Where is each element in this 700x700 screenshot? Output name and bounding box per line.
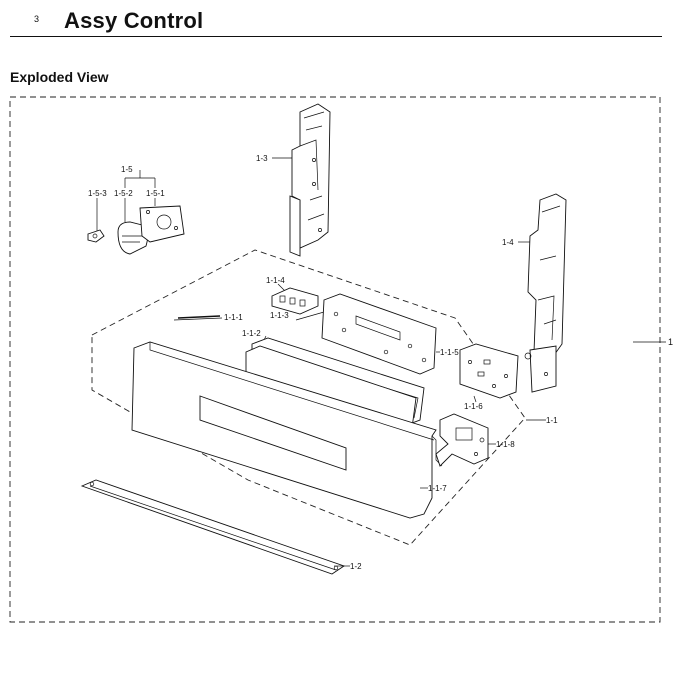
pcb-relay-part bbox=[473, 395, 477, 403]
sub-pcb-part bbox=[295, 293, 437, 375]
sensor-plate-part bbox=[139, 198, 185, 243]
connector-block-part bbox=[271, 283, 319, 315]
label-side-bracket-right: 1-4 bbox=[502, 238, 514, 247]
side-bracket-left-part bbox=[272, 103, 331, 257]
label-panel-wire: 1-1-1 bbox=[224, 313, 243, 322]
trim-bar-part bbox=[80, 479, 350, 575]
bracket-part bbox=[435, 413, 496, 467]
section-heading: Exploded View bbox=[10, 69, 109, 85]
label-sensor-assy: 1-5 bbox=[121, 165, 133, 174]
side-bracket-right-part bbox=[518, 193, 567, 393]
sensor-clip-part bbox=[87, 198, 105, 243]
label-bracket: 1-1-8 bbox=[496, 440, 515, 449]
label-sensor-body: 1-5-2 bbox=[114, 189, 133, 198]
label-sensor-plate: 1-5-1 bbox=[146, 189, 165, 198]
pcb-main-part bbox=[436, 343, 519, 399]
panel-wire-part bbox=[173, 315, 223, 321]
outer-boundary bbox=[9, 96, 661, 623]
label-side-bracket-left: 1-3 bbox=[256, 154, 268, 163]
label-pcb-main: 1-1-5 bbox=[440, 348, 459, 357]
label-front-panel: 1-1-7 bbox=[428, 484, 447, 493]
label-assembly: 1 bbox=[668, 337, 673, 347]
front-panel-part bbox=[131, 341, 443, 519]
label-sensor-clip: 1-5-3 bbox=[88, 189, 107, 198]
label-panel-assy: 1-1 bbox=[546, 416, 558, 425]
label-trim-bar: 1-2 bbox=[350, 562, 362, 571]
page-title: Assy Control bbox=[64, 8, 204, 33]
title-rule bbox=[10, 36, 662, 37]
panel-assy-boundary bbox=[91, 249, 526, 546]
label-pcb-relay: 1-1-6 bbox=[464, 402, 483, 411]
label-connector-block: 1-1-4 bbox=[266, 276, 285, 285]
label-sub-pcb: 1-1-3 bbox=[270, 311, 289, 320]
page-number: 3 bbox=[34, 14, 40, 24]
label-panel-window: 1-1-2 bbox=[242, 329, 261, 338]
